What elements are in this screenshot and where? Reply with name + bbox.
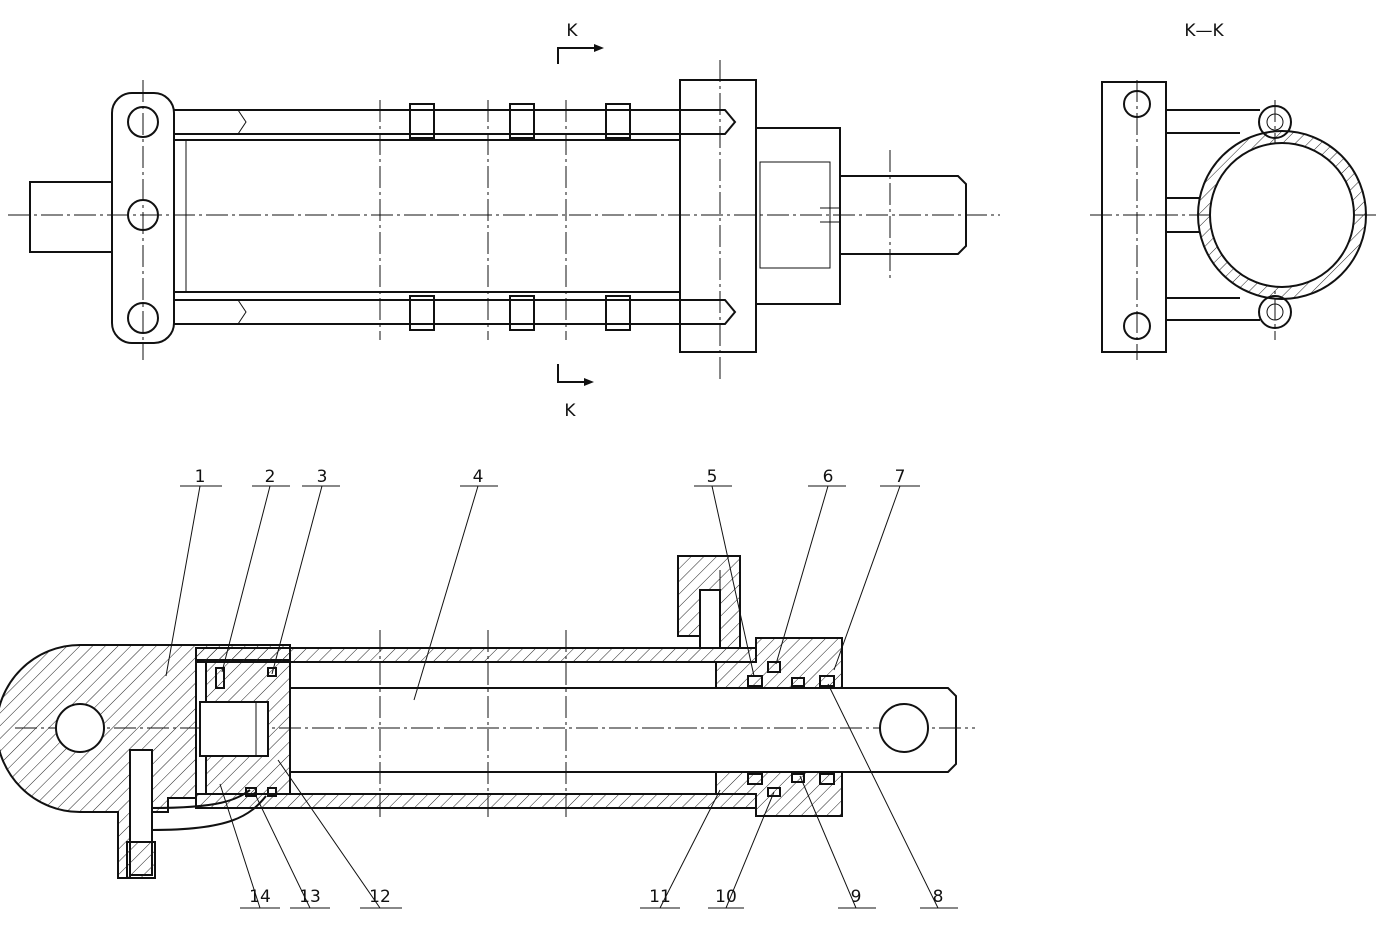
cylinder-barrel bbox=[173, 139, 681, 293]
upper-tie-rod bbox=[174, 109, 737, 135]
section-view-title: K—K bbox=[1184, 21, 1224, 41]
part-number-14: 14 bbox=[249, 887, 271, 907]
sectional-view: 1 2 3 4 5 6 7 8 9 10 11 12 13 14 bbox=[0, 467, 975, 909]
part-number-7: 7 bbox=[895, 467, 906, 487]
front-gland bbox=[755, 127, 841, 305]
leader-lines bbox=[165, 485, 958, 909]
section-view-k-k: K—K bbox=[1090, 21, 1380, 360]
part-number-6: 6 bbox=[823, 467, 834, 487]
part-number-3: 3 bbox=[317, 467, 328, 487]
rod-clamp bbox=[409, 295, 435, 331]
rod-clamp bbox=[605, 103, 631, 139]
tie-rod-bolt-icon bbox=[127, 302, 159, 334]
barrel-wall-bottom bbox=[195, 793, 757, 809]
rod-eye-hole bbox=[879, 703, 929, 753]
rod-clamp bbox=[509, 295, 535, 331]
tie-rod-cross-section bbox=[1258, 295, 1292, 329]
piston-rod bbox=[289, 687, 957, 773]
rod-clamp bbox=[409, 103, 435, 139]
part-number-5: 5 bbox=[707, 467, 718, 487]
piston-nut bbox=[199, 701, 269, 757]
exterior-view: K K bbox=[8, 21, 1000, 421]
front-flange bbox=[679, 79, 757, 353]
rod-clamp bbox=[605, 295, 631, 331]
part-number-labels: 1 2 3 4 5 6 7 8 9 10 11 12 13 14 bbox=[195, 467, 944, 907]
tie-rod-cross-section bbox=[1258, 105, 1292, 139]
part-number-13: 13 bbox=[299, 887, 321, 907]
section-label: K bbox=[564, 401, 576, 421]
part-number-8: 8 bbox=[933, 887, 944, 907]
part-number-2: 2 bbox=[265, 467, 276, 487]
part-number-1: 1 bbox=[195, 467, 206, 487]
bolt-hole-icon bbox=[1123, 90, 1151, 118]
part-number-4: 4 bbox=[473, 467, 484, 487]
barrel-wall-top bbox=[195, 647, 757, 663]
tie-rod-bolt-icon bbox=[127, 199, 159, 231]
tie-rod-bolt-icon bbox=[127, 106, 159, 138]
bolt-hole-icon bbox=[1123, 312, 1151, 340]
part-number-10: 10 bbox=[715, 887, 737, 907]
section-label: K bbox=[566, 21, 578, 41]
rod-end bbox=[839, 175, 967, 255]
section-marker-bottom: K bbox=[557, 364, 594, 421]
rod-clamp bbox=[509, 103, 535, 139]
pin-hole bbox=[55, 703, 105, 753]
part-number-12: 12 bbox=[369, 887, 391, 907]
part-number-11: 11 bbox=[649, 887, 671, 907]
section-marker-top: K bbox=[557, 21, 604, 64]
rear-pin-boss bbox=[29, 181, 113, 253]
part-number-9: 9 bbox=[851, 887, 862, 907]
lower-tie-rod bbox=[174, 299, 737, 325]
flange-section bbox=[1101, 81, 1167, 353]
